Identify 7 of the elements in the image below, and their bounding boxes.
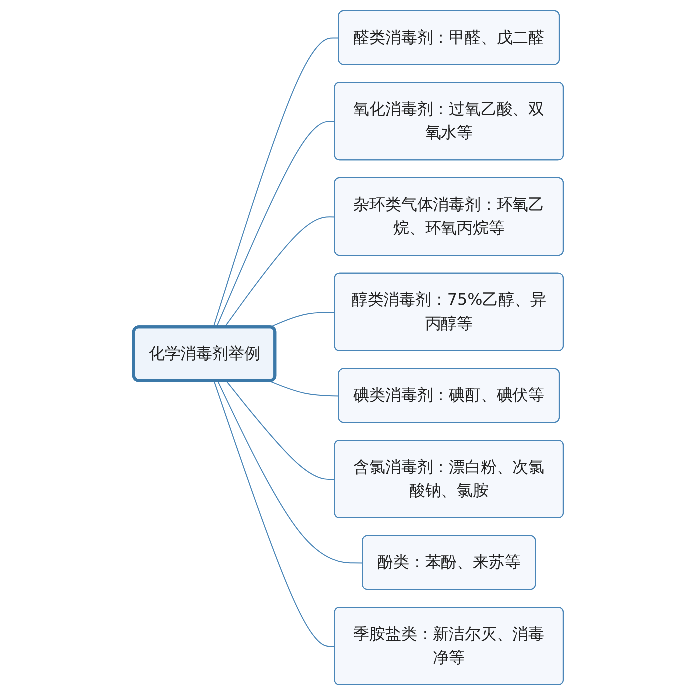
connector: [213, 38, 340, 328]
connector: [269, 380, 340, 397]
connector: [224, 216, 336, 328]
connector: [226, 380, 336, 480]
connector: [218, 380, 364, 564]
connector: [216, 121, 336, 328]
connector: [214, 380, 336, 648]
